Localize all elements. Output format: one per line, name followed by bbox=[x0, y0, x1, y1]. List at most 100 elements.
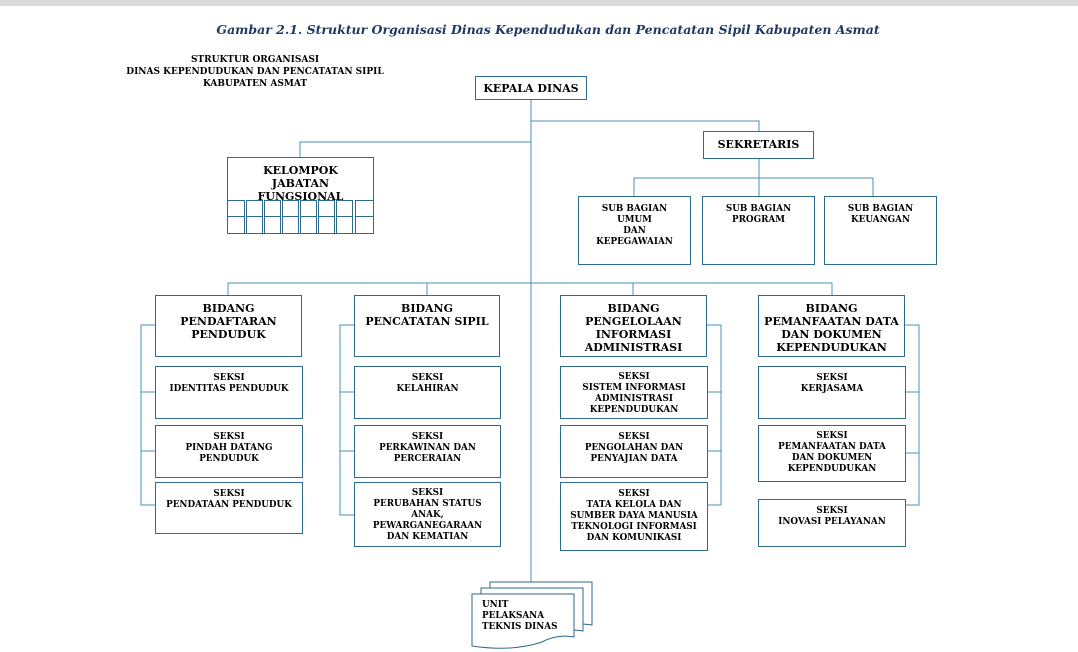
bidang-1-line-1: BIDANG bbox=[202, 302, 255, 315]
seksi-kelahiran-box: SEKSI KELAHIRAN bbox=[354, 366, 501, 419]
header-line-1: STRUKTUR ORGANISASI bbox=[190, 55, 320, 65]
kelompok-grid-cell bbox=[355, 200, 374, 217]
kelompok-grid-cell bbox=[282, 216, 299, 234]
bidang-2-line-1: BIDANG bbox=[401, 302, 453, 315]
bidang-4-line-1: BIDANG bbox=[805, 302, 858, 315]
upt-line-1: UNIT bbox=[482, 600, 509, 610]
kelompok-grid-cell bbox=[318, 200, 335, 217]
top-border bbox=[0, 0, 1078, 6]
subbagian-1-line-4: KEPEGAWAIAN bbox=[596, 237, 673, 247]
kelompok-line-1: KELOMPOK bbox=[263, 164, 338, 177]
seksi-name: TEKNOLOGI INFORMASI bbox=[571, 522, 697, 532]
seksi-pengolahan-penyajian-data-box: SEKSI PENGOLAHAN DAN PENYAJIAN DATA bbox=[560, 425, 708, 478]
seksi-name: TATA KELOLA DAN bbox=[586, 500, 682, 510]
seksi-label: SEKSI bbox=[213, 489, 245, 499]
seksi-name: KERJASAMA bbox=[800, 384, 864, 394]
chart-header: STRUKTUR ORGANISASI DINAS KEPENDUDUKAN D… bbox=[110, 54, 400, 90]
seksi-inovasi-pelayanan-box: SEKSI INOVASI PELAYANAN bbox=[758, 499, 906, 547]
figure-caption: Gambar 2.1. Struktur Organisasi Dinas Ke… bbox=[216, 22, 880, 37]
seksi-label: SEKSI bbox=[213, 432, 245, 442]
seksi-perkawinan-perceraian-box: SEKSI PERKAWINAN DAN PERCERAIAN bbox=[354, 425, 501, 478]
seksi-name: PEMANFAATAN DATA bbox=[778, 442, 886, 452]
seksi-name: PEWARGANEGARAAN bbox=[372, 521, 483, 531]
kelompok-grid-cell bbox=[336, 216, 353, 234]
kelompok-grid-cell bbox=[227, 200, 245, 217]
kelompok-grid-cell bbox=[282, 200, 299, 217]
subbagian-1-line-2: UMUM bbox=[617, 215, 652, 225]
sub-bagian-keuangan-box: SUB BAGIAN KEUANGAN bbox=[824, 196, 937, 265]
bidang-3-line-3: INFORMASI bbox=[595, 328, 672, 341]
seksi-kerjasama-box: SEKSI KERJASAMA bbox=[758, 366, 906, 419]
seksi-name: PERKAWINAN DAN bbox=[379, 443, 476, 453]
seksi-label: SEKSI bbox=[411, 373, 444, 383]
seksi-name: PERUBAHAN STATUS bbox=[373, 499, 482, 509]
seksi-sistem-informasi-box: SEKSI SISTEM INFORMASI ADMINISTRASI KEPE… bbox=[560, 366, 708, 419]
seksi-name: IDENTITAS PENDUDUK bbox=[169, 384, 289, 394]
seksi-label: SEKSI bbox=[618, 372, 650, 382]
kelompok-grid-cell bbox=[246, 216, 263, 234]
seksi-name: DAN DOKUMEN bbox=[791, 453, 873, 463]
header-line-2: DINAS KEPENDUDUKAN DAN PENCATATAN SIPIL bbox=[126, 67, 384, 77]
subbagian-1-line-3: DAN bbox=[623, 226, 646, 236]
seksi-perubahan-status-anak-box: SEKSI PERUBAHAN STATUS ANAK, PEWARGANEGA… bbox=[354, 482, 501, 547]
upt-line-3: TEKNIS DINAS bbox=[482, 622, 558, 632]
kelompok-grid-cell bbox=[336, 200, 353, 217]
seksi-name: ADMINISTRASI bbox=[595, 394, 673, 404]
bidang-pencatatan-sipil-box: BIDANG PENCATATAN SIPIL bbox=[354, 295, 500, 357]
bidang-2-line-2: PENCATATAN SIPIL bbox=[365, 315, 489, 328]
kelompok-line-3: FUNGSIONAL bbox=[257, 190, 344, 203]
seksi-name: INOVASI PELAYANAN bbox=[778, 517, 886, 527]
bidang-1-line-2: PENDAFTARAN bbox=[180, 315, 277, 328]
subbagian-1-line-1: SUB BAGIAN bbox=[601, 204, 668, 214]
seksi-label: SEKSI bbox=[816, 506, 848, 516]
seksi-name: KELAHIRAN bbox=[396, 384, 459, 394]
seksi-name: DAN KOMUNIKASI bbox=[586, 533, 682, 543]
subbagian-2-line-1: SUB BAGIAN bbox=[725, 204, 792, 214]
kelompok-grid-cell bbox=[246, 200, 263, 217]
upt-line-2: PELAKSANA bbox=[482, 611, 545, 621]
bidang-1-line-3: PENDUDUK bbox=[191, 328, 266, 341]
subbagian-2-line-2: PROGRAM bbox=[732, 215, 785, 225]
kelompok-grid-cell bbox=[318, 216, 335, 234]
bidang-pemanfaatan-data-dokumen-box: BIDANG PEMANFAATAN DATA DAN DOKUMEN KEPE… bbox=[758, 295, 905, 357]
seksi-label: SEKSI bbox=[816, 373, 848, 383]
upt-label: UNIT PELAKSANA TEKNIS DINAS bbox=[482, 600, 572, 633]
seksi-label: SEKSI bbox=[213, 373, 245, 383]
seksi-name: PENDUDUK bbox=[199, 454, 259, 464]
seksi-name: PENDATAAN PENDUDUK bbox=[166, 500, 292, 510]
seksi-name: PINDAH DATANG bbox=[185, 443, 273, 453]
seksi-pindah-datang-penduduk-box: SEKSI PINDAH DATANG PENDUDUK bbox=[155, 425, 303, 478]
seksi-name: PERCERAIAN bbox=[393, 454, 462, 464]
kelompok-grid-cell bbox=[227, 216, 245, 234]
subbagian-3-line-2: KEUANGAN bbox=[851, 215, 910, 225]
kepala-dinas-box: KEPALA DINAS bbox=[475, 76, 587, 100]
seksi-name: SUMBER DAYA MANUSIA bbox=[570, 511, 698, 521]
kelompok-grid-cell bbox=[300, 200, 317, 217]
sub-bagian-program-box: SUB BAGIAN PROGRAM bbox=[702, 196, 815, 265]
kelompok-line-2: JABATAN bbox=[271, 177, 330, 190]
seksi-name: KEPENDUDUKAN bbox=[787, 464, 877, 474]
seksi-identitas-penduduk-box: SEKSI IDENTITAS PENDUDUK bbox=[155, 366, 303, 419]
sub-bagian-umum-kepegawaian-box: SUB BAGIAN UMUM DAN KEPEGAWAIAN bbox=[578, 196, 691, 265]
bidang-3-line-2: PENGELOLAAN bbox=[585, 315, 682, 328]
seksi-tata-kelola-sdm-tik-box: SEKSI TATA KELOLA DAN SUMBER DAYA MANUSI… bbox=[560, 482, 708, 551]
seksi-label: SEKSI bbox=[411, 432, 444, 442]
bidang-pendaftaran-penduduk-box: BIDANG PENDAFTARAN PENDUDUK bbox=[155, 295, 302, 357]
bidang-3-line-1: BIDANG bbox=[607, 302, 660, 315]
bidang-4-line-2: PEMANFAATAN DATA bbox=[764, 315, 899, 328]
seksi-pemanfaatan-data-dokumen-box: SEKSI PEMANFAATAN DATA DAN DOKUMEN KEPEN… bbox=[758, 425, 906, 482]
subbagian-3-line-1: SUB BAGIAN bbox=[847, 204, 914, 214]
seksi-name: KEPENDUDUKAN bbox=[589, 405, 679, 415]
bidang-pengelolaan-informasi-administrasi-box: BIDANG PENGELOLAAN INFORMASI ADMINISTRAS… bbox=[560, 295, 707, 357]
seksi-pendataan-penduduk-box: SEKSI PENDATAAN PENDUDUK bbox=[155, 482, 303, 534]
bidang-3-line-4: ADMINISTRASI bbox=[584, 341, 683, 354]
sekretaris-box: SEKRETARIS bbox=[703, 131, 814, 159]
kelompok-grid-cell bbox=[264, 216, 281, 234]
kelompok-grid-cell bbox=[355, 216, 374, 234]
seksi-label: SEKSI bbox=[816, 431, 848, 441]
bidang-4-line-3: DAN DOKUMEN bbox=[781, 328, 882, 341]
seksi-name: PENYAJIAN DATA bbox=[590, 454, 678, 464]
seksi-name: PENGOLAHAN DAN bbox=[584, 443, 684, 453]
header-line-3: KABUPATEN ASMAT bbox=[202, 79, 308, 89]
